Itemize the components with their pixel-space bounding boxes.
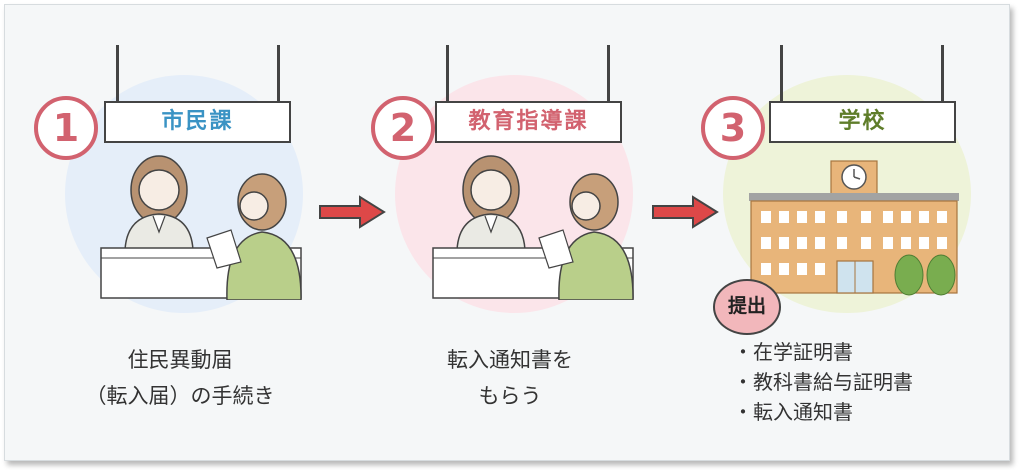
list-item: 転入通知書 [733, 397, 913, 427]
step-2-caption: 転入通知書を もらう [375, 342, 645, 414]
counter-scene-illustration [432, 155, 634, 300]
sign-education-guidance-section: 教育指導課 [435, 101, 622, 143]
list-item: 在学証明書 [733, 337, 913, 367]
step-2-caption-line2: もらう [478, 384, 542, 408]
submit-badge: 提出 [713, 279, 781, 335]
list-item: 教科書給与証明書 [733, 367, 913, 397]
step-1-caption-line1: 住民異動届 [127, 348, 233, 372]
step-1-caption: 住民異動届 （転入届）の手続き [45, 342, 315, 414]
sign-wire [607, 45, 610, 103]
step-1: 市民課 1 住民異動届 （転入届）の手続き [5, 5, 335, 460]
sign-wire [446, 45, 449, 103]
step-3: 学校 3 提出 [685, 5, 1009, 460]
sign-wire [780, 45, 783, 103]
step-2: 教育指導課 2 転入通知書を もらう [345, 5, 675, 460]
required-documents-list: 在学証明書 教科書給与証明書 転入通知書 [733, 337, 913, 427]
step-2-caption-line1: 転入通知書を [447, 348, 573, 372]
sign-wire [116, 45, 119, 103]
sign-city-citizens-section: 市民課 [104, 101, 291, 143]
step-number-1: 1 [34, 96, 98, 160]
school-building-icon [749, 160, 959, 296]
counter-scene-illustration [100, 155, 302, 300]
arrow-right-icon [319, 195, 386, 229]
sign-school: 学校 [769, 101, 956, 143]
step-1-caption-line2: （転入届）の手続き [85, 384, 275, 408]
sign-wire [941, 45, 944, 103]
step-number-3: 3 [701, 96, 765, 160]
sign-wire [277, 45, 280, 103]
diagram-frame: 市民課 1 住民異動届 （転入届）の手続き 教育指導課 [4, 4, 1010, 461]
arrow-right-icon [652, 195, 719, 229]
step-number-2: 2 [371, 96, 435, 160]
